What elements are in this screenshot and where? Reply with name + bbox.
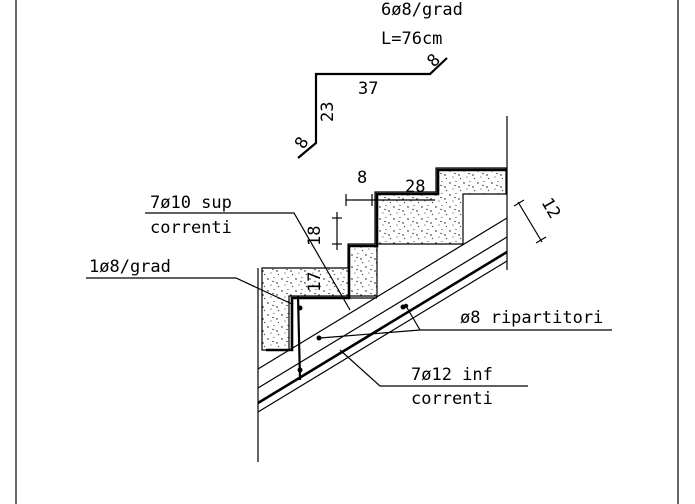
bar-shape-title: 6ø8/grad (381, 0, 463, 20)
slab-bottom-line (257, 260, 508, 413)
rebar-dot (297, 367, 303, 373)
upper-bars-sublabel: correnti (150, 218, 232, 238)
dimension-tick (535, 236, 547, 244)
rebar-dot (316, 335, 322, 341)
bar-shape-top-hook: 8 (423, 50, 444, 71)
slab-thickness-dimension: 12 (537, 195, 565, 223)
nosing-dimension: 8 (357, 168, 367, 188)
step-bar (266, 168, 506, 352)
lower-bars-sublabel: correnti (411, 389, 493, 409)
upper-bars-leader (145, 212, 351, 311)
step-bar-leader (86, 277, 293, 305)
distribution-bars-leader-branch (405, 305, 421, 331)
distribution-bars-leader (319, 329, 612, 339)
bar-shape-top-dimension: 37 (358, 79, 378, 99)
bar-shape-bottom-hook: 8 (291, 134, 313, 153)
dimension-tick (513, 199, 525, 207)
callouts: 7ø10 sup correnti 1ø8/grad ø8 ripartitor… (86, 193, 612, 409)
lower-bars-label: 7ø12 inf (411, 365, 493, 385)
tread-dimension: 28 (405, 177, 425, 197)
upper-bars-label: 7ø10 sup (150, 193, 232, 213)
riser-lower-dimension: 17 (305, 272, 325, 292)
distribution-bars-label: ø8 ripartitori (460, 308, 603, 328)
bar-shape-line (297, 57, 448, 159)
bar-shape-length: L=76cm (381, 29, 442, 49)
rebar-dot (297, 305, 303, 311)
slab-thickness-dimension-line (517, 201, 543, 243)
step-bar-label: 1ø8/grad (89, 257, 171, 277)
step-bar-leg (296, 295, 302, 381)
stair-section: 8 28 18 17 12 (257, 116, 565, 462)
concrete-steps (261, 167, 507, 351)
bar-shape-side-dimension: 23 (318, 102, 338, 122)
bar-shape-detail: 6ø8/grad L=76cm 37 23 8 8 (291, 0, 463, 159)
riser-dimension: 18 (305, 226, 325, 246)
lower-bars-leader (339, 349, 528, 387)
